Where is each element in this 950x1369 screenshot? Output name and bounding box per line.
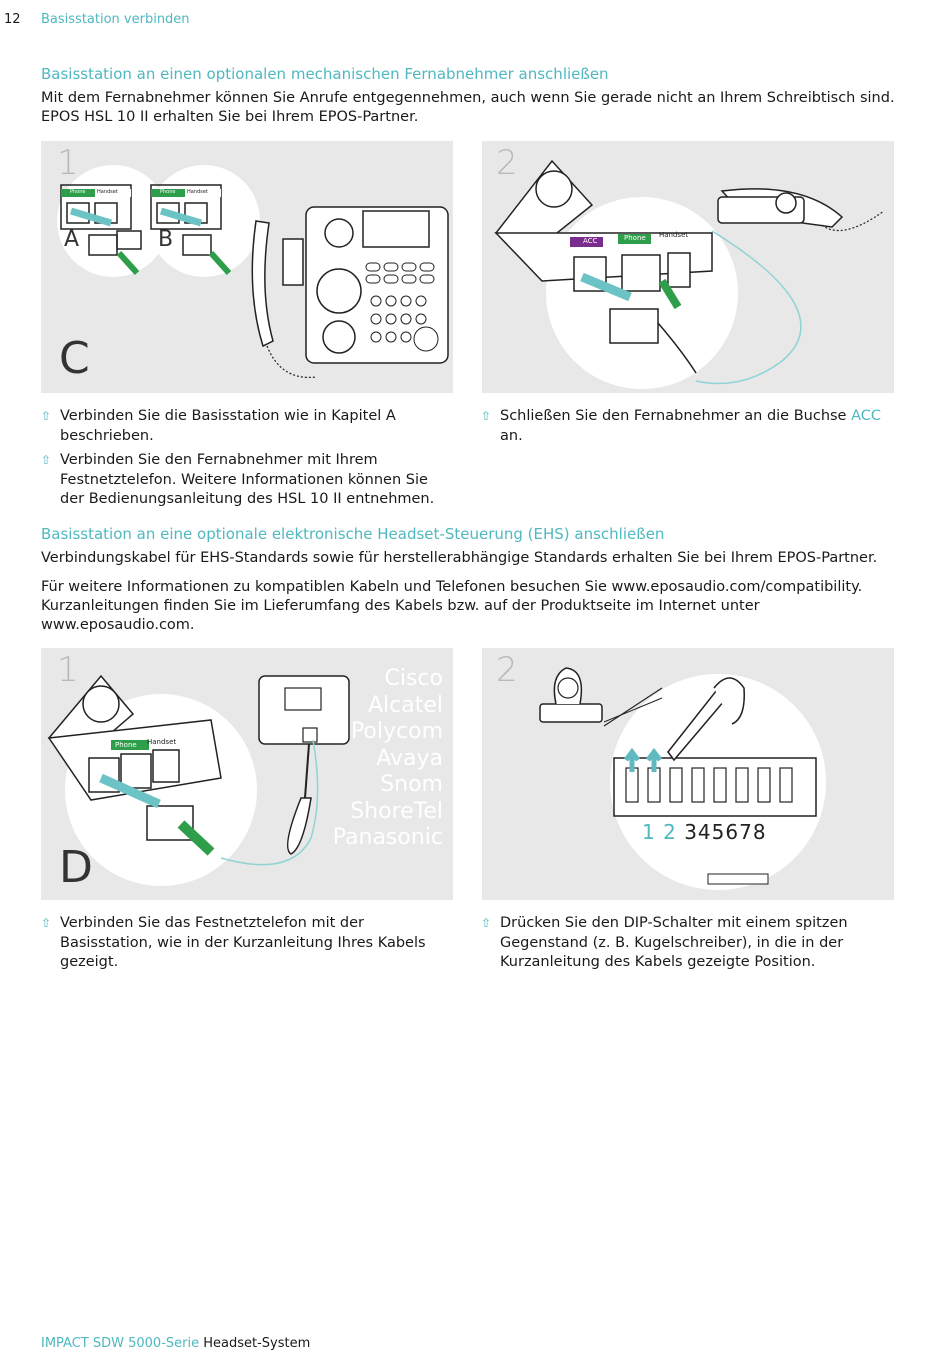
list-item: ⇧ Verbinden Sie das Festnetztelefon mit d… <box>41 914 453 973</box>
list-item: ⇧ Drücken Sie den DIP-Schalter mit einem … <box>481 914 893 973</box>
label-b: B <box>158 227 174 252</box>
figure-ehs-step-2: 2 1 2 345678 <box>482 648 894 900</box>
ehs-paragraph-1: Verbindungskabel für EHS-Standards sowie… <box>41 550 878 566</box>
instruction-text: Drücken Sie den DIP-Schalter mit einem s… <box>500 915 848 970</box>
dip-number: 1 <box>642 820 656 844</box>
dip-number: 2 <box>663 820 677 844</box>
arrow-up-icon: ⇧ <box>481 409 492 423</box>
dip-number: 3 <box>684 820 698 844</box>
instruction-text: Verbinden Sie das Festnetztelefon mit de… <box>60 915 426 970</box>
instruction-text: Verbinden Sie den Fernabnehmer mit Ihrem… <box>60 452 435 507</box>
illustration-phone-lifter <box>57 165 449 379</box>
chapter-letter-c: C <box>59 333 90 384</box>
port-label-handset-b: Handset <box>187 189 208 195</box>
port-label-phone: Phone <box>115 741 137 749</box>
section-heading-ehs: Basisstation an eine optionale elektroni… <box>41 525 665 543</box>
ehs-instructions-right: ⇧ Drücken Sie den DIP-Schalter mit einem … <box>481 914 893 978</box>
illustration-ehs-cable <box>47 674 350 886</box>
list-item: ⇧ Verbinden Sie die Basisstation wie in K… <box>41 407 453 446</box>
brand-panasonic: Panasonic <box>332 825 443 850</box>
figure-lifter-step-2: 2 ACC Phone Handset <box>482 141 894 393</box>
port-label-phone: Phone <box>624 234 646 242</box>
illustration-dip-switch <box>539 667 826 890</box>
section-heading-remote-lifter: Basisstation an einen optionalen mechani… <box>41 65 609 83</box>
dip-number: 7 <box>739 820 753 844</box>
port-label-handset: Handset <box>97 189 118 195</box>
brand-snom: Snom <box>380 772 443 797</box>
dip-number: 4 <box>697 820 712 844</box>
list-item: ⇧ Verbinden Sie den Fernabnehmer mit Ihre… <box>41 451 453 510</box>
intro-paragraph: Mit dem Fernabnehmer können Sie Anrufe e… <box>41 90 895 106</box>
port-label-phone-b: Phone <box>160 189 176 195</box>
list-item: ⇧ Schließen Sie den Fernabnehmer an die B… <box>481 407 893 446</box>
instructions-right: ⇧ Schließen Sie den Fernabnehmer an die B… <box>481 407 893 451</box>
illustration-acc-socket <box>494 159 885 389</box>
brand-cisco: Cisco <box>384 666 444 691</box>
ehs-paragraph-2: Für weitere Informationen zu kompatiblen… <box>41 579 863 595</box>
brand-avaya: Avaya <box>376 745 443 771</box>
arrow-up-icon: ⇧ <box>481 916 492 930</box>
port-label-handset: Handset <box>659 231 689 239</box>
dip-number: 8 <box>752 820 767 844</box>
step-number: 2 <box>496 143 518 183</box>
step-number: 2 <box>496 650 518 690</box>
section-header: Basisstation verbinden <box>41 12 190 27</box>
ehs-instructions-left: ⇧ Verbinden Sie das Festnetztelefon mit d… <box>41 914 453 978</box>
dip-number: 5 <box>711 820 726 844</box>
dip-switch-numbers: 1 2 345678 <box>642 820 767 844</box>
instruction-text-end: an. <box>500 427 523 444</box>
page-footer: IMPACT SDW 5000-Serie Headset-System <box>41 1336 310 1351</box>
arrow-up-icon: ⇧ <box>41 916 52 930</box>
intro-paragraph-2: EPOS HSL 10 II erhalten Sie bei Ihrem EP… <box>41 109 419 125</box>
port-label-handset: Handset <box>147 738 177 746</box>
dip-number: 6 <box>725 820 740 844</box>
port-label-phone: Phone <box>70 189 86 195</box>
ehs-paragraph-3: Kurzanleitungen finden Sie im Lieferumfa… <box>41 598 760 614</box>
step-number: 1 <box>57 650 79 690</box>
brand-alcatel: Alcatel <box>367 692 443 718</box>
chapter-letter-d: D <box>59 842 93 893</box>
instruction-text: Verbinden Sie die Basisstation wie in Ka… <box>60 408 396 444</box>
page-number: 12 <box>4 12 21 27</box>
instructions-left: ⇧ Verbinden Sie die Basisstation wie in K… <box>41 407 453 515</box>
label-a: A <box>64 227 80 252</box>
figure-lifter-step-1: 1 <box>41 141 453 393</box>
acc-socket-label: ACC <box>851 408 882 424</box>
step-number: 1 <box>57 143 79 183</box>
brand-polycom: Polycom <box>350 719 443 744</box>
instruction-text: Schließen Sie den Fernabnehmer an die Bu… <box>500 408 852 424</box>
footer-product: IMPACT SDW 5000-Serie <box>41 1336 200 1351</box>
brand-shoretel: ShoreTel <box>350 798 443 824</box>
port-label-acc: ACC <box>583 237 598 245</box>
arrow-up-icon: ⇧ <box>41 409 52 423</box>
arrow-up-icon: ⇧ <box>41 453 52 467</box>
ehs-paragraph-4: www.eposaudio.com. <box>41 617 195 633</box>
figure-ehs-step-1: 1 Phone Handset Cisco Alcatel Polycom Av… <box>41 648 453 900</box>
footer-type: Headset-System <box>203 1336 311 1351</box>
brand-list: Cisco Alcatel Polycom Avaya Snom ShoreTe… <box>333 666 443 852</box>
